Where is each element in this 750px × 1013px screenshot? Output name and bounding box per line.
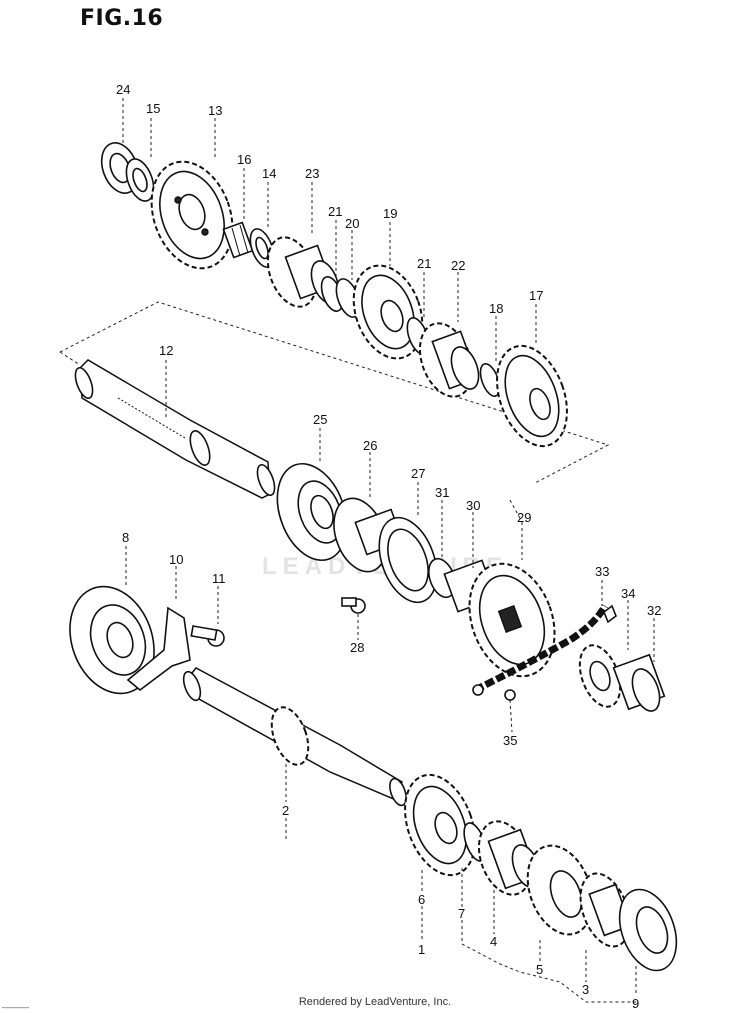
callout-19: 19 bbox=[383, 206, 397, 221]
figure-title: FIG.16 bbox=[80, 6, 164, 31]
corner-code: ——— bbox=[2, 1002, 29, 1012]
callout-1: 1 bbox=[418, 942, 425, 957]
leader-lines bbox=[122, 98, 655, 1003]
callout-29: 29 bbox=[517, 510, 531, 525]
callout-27: 27 bbox=[411, 466, 425, 481]
part-16-needle-bearing bbox=[222, 221, 254, 259]
part-2-main-shaft bbox=[182, 667, 407, 807]
callout-5: 5 bbox=[536, 962, 543, 977]
part-6-gear bbox=[404, 773, 476, 877]
part-19-gear bbox=[352, 264, 424, 360]
part-35-drive-chain bbox=[472, 604, 609, 701]
callout-30: 30 bbox=[466, 498, 480, 513]
assembly-frame-left bbox=[59, 351, 81, 366]
callout-34: 34 bbox=[621, 586, 635, 601]
part-32-nut bbox=[612, 653, 666, 712]
part-13-gear bbox=[150, 160, 234, 270]
callout-31: 31 bbox=[435, 485, 449, 500]
part-29-sprocket bbox=[468, 562, 556, 678]
part-12-shaft bbox=[74, 359, 276, 499]
footer-credit: Rendered by LeadVenture, Inc. bbox=[298, 996, 452, 1008]
callout-21-a: 21 bbox=[328, 204, 342, 219]
callout-10: 10 bbox=[169, 552, 183, 567]
callout-4: 4 bbox=[490, 934, 497, 949]
callout-33: 33 bbox=[595, 564, 609, 579]
callout-6: 6 bbox=[418, 892, 425, 907]
part-8-bearing bbox=[69, 585, 155, 695]
callout-15: 15 bbox=[146, 101, 160, 116]
part-15-washer bbox=[125, 158, 155, 202]
part-22-gear bbox=[418, 322, 480, 398]
callout-12: 12 bbox=[159, 343, 173, 358]
callout-32: 32 bbox=[647, 603, 661, 618]
part-9-bearing bbox=[618, 888, 678, 972]
callout-35: 35 bbox=[503, 733, 517, 748]
part-17-gear bbox=[496, 344, 568, 448]
callout-26: 26 bbox=[363, 438, 377, 453]
part-25-bearing bbox=[276, 462, 348, 562]
callout-25: 25 bbox=[313, 412, 327, 427]
callout-3: 3 bbox=[582, 982, 589, 997]
part-11-screw bbox=[190, 625, 225, 647]
callout-9: 9 bbox=[632, 996, 639, 1011]
callout-13: 13 bbox=[208, 103, 222, 118]
callout-11: 11 bbox=[212, 571, 226, 586]
part-27-oil-seal bbox=[378, 516, 438, 604]
callout-18: 18 bbox=[489, 301, 503, 316]
callout-21-b: 21 bbox=[417, 256, 431, 271]
callout-17: 17 bbox=[529, 288, 543, 303]
callout-7: 7 bbox=[458, 906, 465, 921]
callout-24: 24 bbox=[116, 82, 130, 97]
part-10-bearing-retainer bbox=[126, 606, 191, 692]
part-28-screw bbox=[341, 597, 366, 614]
callout-16: 16 bbox=[237, 152, 251, 167]
callout-23: 23 bbox=[305, 166, 319, 181]
callout-22: 22 bbox=[451, 258, 465, 273]
callout-8: 8 bbox=[122, 530, 129, 545]
callout-labels: 24 15 13 16 14 23 21 20 19 21 22 18 17 1… bbox=[116, 82, 661, 1011]
callout-28: 28 bbox=[350, 640, 364, 655]
part-5-gear bbox=[526, 844, 594, 936]
callout-20: 20 bbox=[345, 216, 359, 231]
callout-14: 14 bbox=[262, 166, 276, 181]
assembly-frame-upper bbox=[59, 301, 610, 484]
callout-2: 2 bbox=[282, 803, 289, 818]
part-33-clip bbox=[603, 604, 617, 624]
